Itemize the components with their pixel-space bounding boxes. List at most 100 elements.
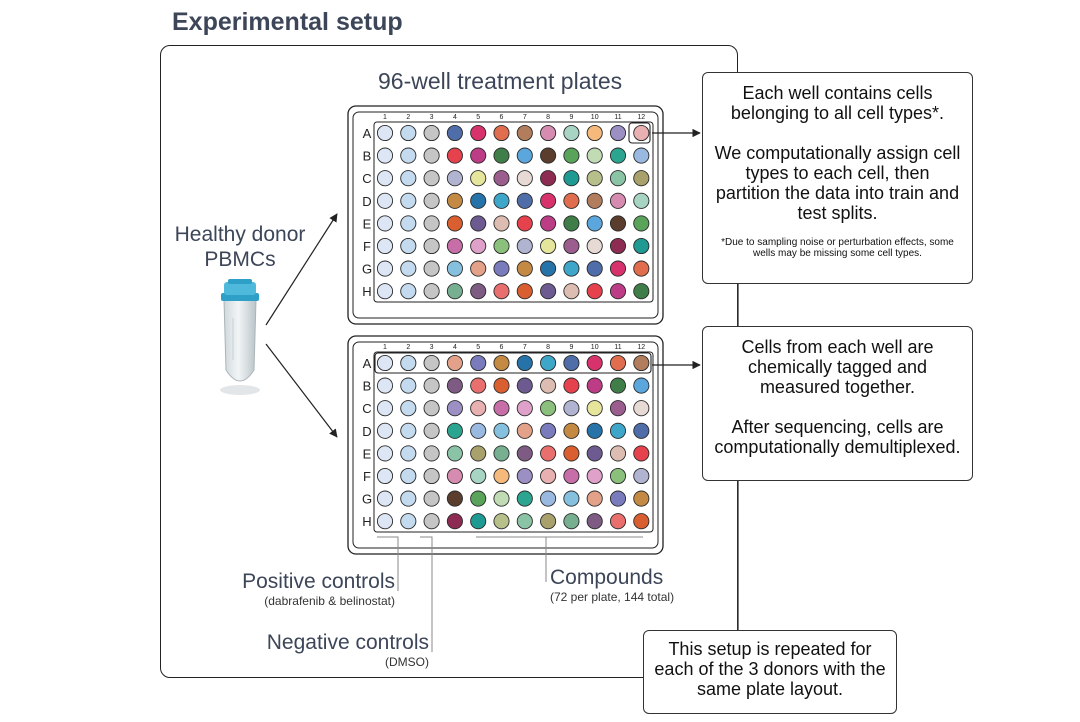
well-F2	[400, 467, 417, 485]
column-label: 5	[476, 344, 480, 351]
well-G3	[423, 260, 440, 277]
row-label: E	[363, 446, 372, 461]
well-F4	[446, 467, 463, 485]
well-E7	[516, 215, 533, 232]
well-G11	[609, 260, 627, 277]
well-E11	[609, 445, 627, 462]
well-G5	[470, 490, 487, 507]
well-B9	[563, 377, 580, 394]
well-B11	[609, 147, 627, 164]
well-B12	[633, 377, 650, 394]
well-E4	[446, 445, 463, 462]
well-G1	[376, 490, 394, 507]
well-E9	[563, 215, 580, 232]
well-E9	[563, 445, 580, 462]
well-A10	[586, 124, 603, 142]
well-C4	[446, 170, 463, 187]
well-E11	[609, 215, 627, 232]
well-D5	[470, 192, 487, 209]
well-A4	[446, 354, 463, 372]
well-F3	[423, 467, 440, 485]
column-label: 7	[523, 114, 527, 121]
well-E8	[540, 445, 557, 462]
well-C7	[516, 400, 533, 417]
column-label: 4	[453, 114, 457, 121]
well-D11	[609, 422, 627, 439]
column-label: 5	[476, 114, 480, 121]
well-E3	[423, 445, 440, 462]
row-label: G	[362, 492, 372, 507]
well-F8	[540, 237, 557, 255]
well-H2	[400, 283, 417, 300]
well-A7	[516, 124, 533, 142]
row-label: C	[362, 171, 371, 186]
negative-controls-leader	[420, 536, 433, 652]
well-C8	[540, 170, 557, 187]
well-G11	[609, 490, 627, 507]
well-F5	[470, 237, 487, 255]
well-C5	[470, 400, 487, 417]
well-B4	[446, 377, 463, 394]
well-B6	[493, 147, 510, 164]
well-A1	[376, 124, 394, 142]
well-C10	[586, 400, 603, 417]
well-D12	[633, 422, 650, 439]
well-C1	[376, 170, 394, 187]
well-D4	[446, 192, 463, 209]
well-D11	[609, 192, 627, 209]
well-C11	[609, 170, 627, 187]
well-B10	[586, 147, 603, 164]
row-label: A	[363, 126, 372, 141]
well-G2	[400, 490, 417, 507]
column-label: 12	[637, 344, 645, 351]
column-label: 1	[383, 114, 387, 121]
column-label: 6	[500, 344, 504, 351]
pbmc-tube-icon	[220, 279, 260, 395]
well-B5	[470, 147, 487, 164]
well-G5	[470, 260, 487, 277]
well-C2	[400, 170, 417, 187]
well-G9	[563, 490, 580, 507]
well-D6	[493, 422, 510, 439]
well-F6	[493, 467, 510, 485]
well-E10	[586, 445, 603, 462]
well-G4	[446, 260, 463, 277]
arrow-to-plate-2	[265, 343, 338, 438]
well-F12	[633, 237, 650, 255]
column-label: 1	[383, 344, 387, 351]
arrow-to-plate-1	[265, 213, 338, 326]
row-label: F	[363, 469, 371, 484]
well-C7	[516, 170, 533, 187]
well-G1	[376, 260, 394, 277]
well-E3	[423, 215, 440, 232]
well-B1	[376, 377, 394, 394]
well-A8	[540, 354, 557, 372]
well-D4	[446, 422, 463, 439]
well-H3	[423, 283, 440, 300]
well-E7	[516, 445, 533, 462]
well-F7	[516, 237, 533, 255]
well-D7	[516, 192, 533, 209]
row-label: C	[362, 401, 371, 416]
well-A2	[400, 124, 417, 142]
well-C10	[586, 170, 603, 187]
callout-1-footnote: *Due to sampling noise or perturbation e…	[721, 237, 954, 259]
well-H1	[376, 513, 394, 530]
row-label: B	[363, 379, 372, 394]
well-F10	[586, 467, 603, 485]
well-C9	[563, 170, 580, 187]
well-G12	[633, 490, 650, 507]
well-A9	[563, 124, 580, 142]
well-H1	[376, 283, 394, 300]
plate-1-inner	[352, 111, 659, 319]
well-H12	[633, 513, 650, 530]
well-F10	[586, 237, 603, 255]
row-label: D	[362, 424, 371, 439]
well-D3	[423, 422, 440, 439]
negative-controls-sub: (DMSO)	[385, 655, 429, 669]
well-D12	[633, 192, 650, 209]
well-G12	[633, 260, 650, 277]
callout-repeated-setup: This setup is repeated for each of the 3…	[643, 630, 897, 714]
well-B7	[516, 377, 533, 394]
